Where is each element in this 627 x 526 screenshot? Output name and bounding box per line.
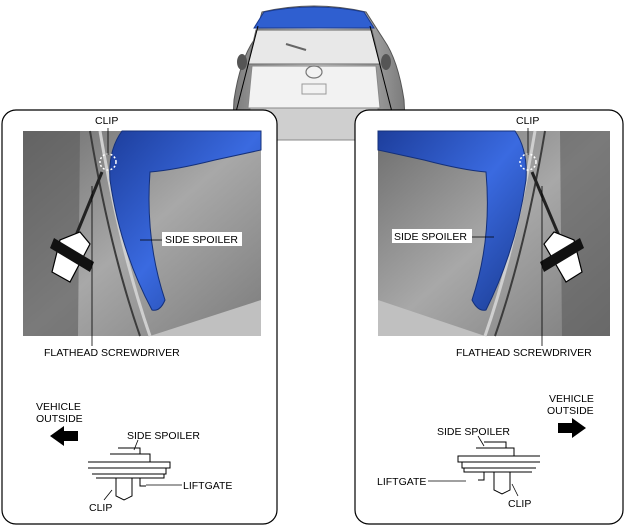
screwdriver [50, 171, 104, 283]
label-side-spoiler-left-section: SIDE SPOILER [127, 430, 200, 442]
label-clip-right: CLIP [516, 115, 539, 127]
label-side-spoiler-right-section: SIDE SPOILER [437, 426, 510, 438]
cross-section-right [457, 441, 540, 495]
label-outside-right: OUTSIDE [547, 405, 594, 417]
label-clip-left: CLIP [95, 115, 118, 127]
label-vehicle-left: VEHICLE [36, 401, 81, 413]
label-liftgate-left: LIFTGATE [183, 480, 232, 492]
screwdriver-right [530, 171, 584, 283]
cross-section-left [88, 447, 171, 501]
arrow-right-icon [558, 418, 586, 438]
label-clip-right-section: CLIP [508, 498, 531, 510]
left-photo [23, 130, 262, 337]
label-flathead-screwdriver-right: FLATHEAD SCREWDRIVER [456, 347, 592, 359]
arrow-left-icon [50, 426, 78, 446]
label-liftgate-right: LIFTGATE [377, 476, 426, 488]
label-side-spoiler-right: SIDE SPOILER [394, 231, 467, 243]
label-side-spoiler-left: SIDE SPOILER [165, 234, 238, 246]
label-clip-left-section: CLIP [89, 502, 112, 514]
car-rear-view [231, 5, 407, 141]
label-flathead-screwdriver-left: FLATHEAD SCREWDRIVER [44, 347, 180, 359]
label-outside-left: OUTSIDE [36, 413, 83, 425]
label-vehicle-right: VEHICLE [549, 393, 594, 405]
